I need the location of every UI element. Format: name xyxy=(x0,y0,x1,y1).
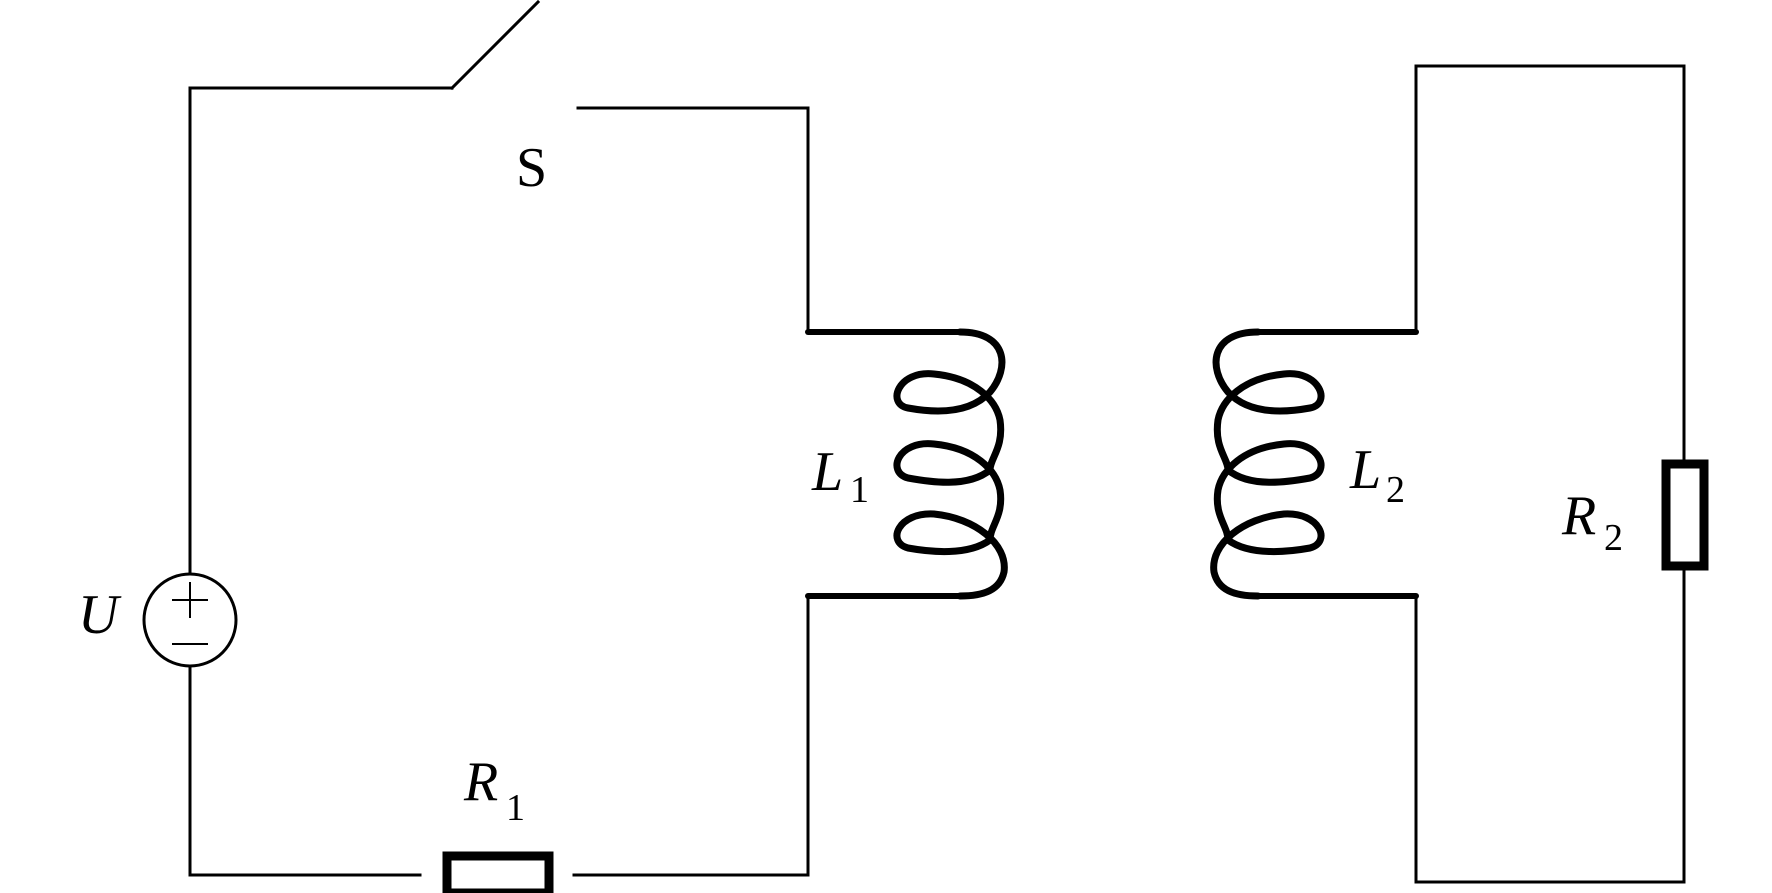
label-l2-main: L xyxy=(1349,439,1381,501)
l1-coil xyxy=(893,328,1008,600)
wire-left-bottom xyxy=(188,660,422,877)
label-r1-sub: 1 xyxy=(506,787,525,829)
inductor-l2 xyxy=(1210,328,1419,600)
resistor-r2 xyxy=(1661,459,1709,571)
label-l2: L 2 xyxy=(1349,439,1405,511)
label-l1: L 1 xyxy=(811,441,869,511)
label-l1-main: L xyxy=(811,441,843,503)
label-l1-sub: 1 xyxy=(850,469,869,511)
label-r2-sub: 2 xyxy=(1604,517,1623,559)
wire-r1-to-l1 xyxy=(572,594,810,877)
label-r2: R 2 xyxy=(1561,485,1623,559)
switch-blade xyxy=(449,0,541,91)
inductor-l1 xyxy=(805,328,1008,600)
label-r2-main: R xyxy=(1561,485,1596,547)
l2-coil xyxy=(1210,328,1325,600)
source-circle xyxy=(142,572,238,668)
label-source: U xyxy=(78,584,122,646)
wire-l2-top xyxy=(1414,64,1686,464)
voltage-source xyxy=(142,572,238,668)
label-r1-main: R xyxy=(463,751,498,813)
wire-switch-to-l1 xyxy=(576,106,810,334)
primary-circuit xyxy=(142,0,1008,893)
label-switch: S xyxy=(516,137,547,199)
label-l2-sub: 2 xyxy=(1386,469,1405,511)
secondary-circuit xyxy=(1210,64,1709,884)
wire-left-top xyxy=(188,86,454,580)
label-r1: R 1 xyxy=(463,751,525,829)
wire-l2-bottom xyxy=(1414,564,1686,884)
resistor-r1 xyxy=(442,851,554,893)
